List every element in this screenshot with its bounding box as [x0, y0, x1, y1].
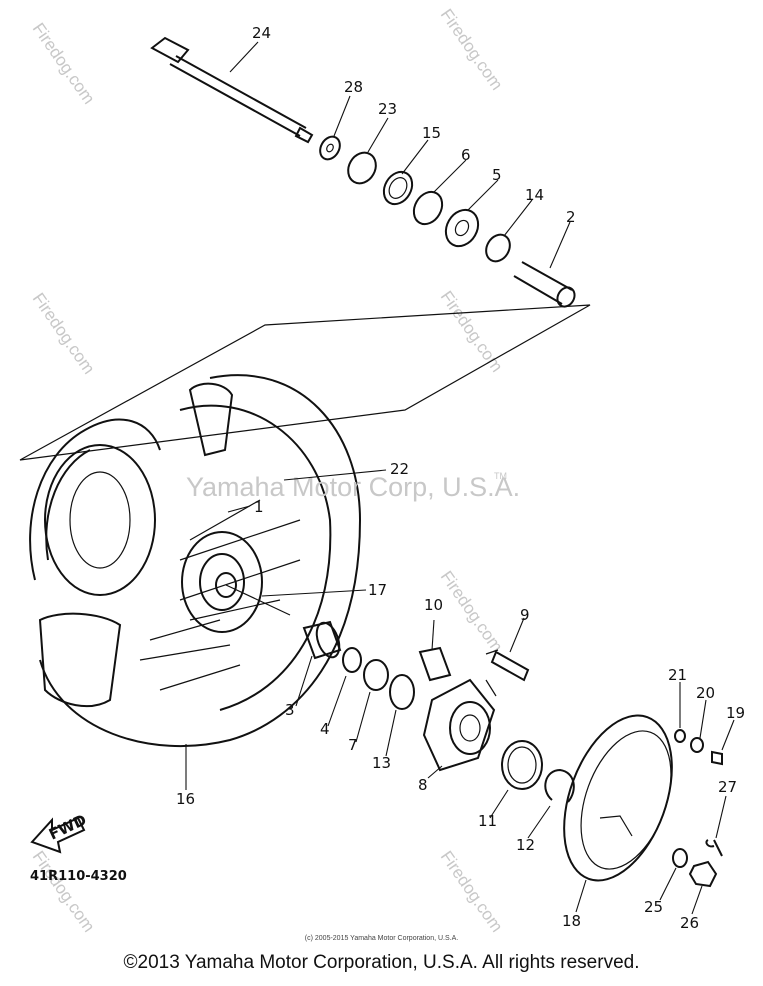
callout-13: 13 [372, 754, 391, 772]
hub-parts-middle [302, 620, 415, 710]
callout-10: 10 [424, 596, 443, 614]
leader-lines [185, 41, 735, 915]
callout-28: 28 [344, 78, 363, 96]
callout-18: 18 [562, 912, 581, 930]
part-code: 41R110-4320 [30, 869, 127, 884]
watermark-main: Yamaha Motor Corp, U.S.A. [186, 472, 520, 502]
callout-25: 25 [644, 898, 663, 916]
drive-hub-8 [418, 646, 530, 772]
callout-11: 11 [478, 812, 497, 830]
exploded-view-frame [19, 304, 591, 461]
watermark-site-4: Firedog.com [437, 287, 507, 375]
watermark-site-2: Firedog.com [437, 5, 507, 93]
small-credit: (c) 2005-2015 Yamaha Motor Corporation, … [304, 935, 459, 942]
callout-labels: 1 2 3 4 5 6 7 8 9 10 11 12 13 14 15 16 1… [176, 24, 745, 932]
callout-26: 26 [680, 914, 699, 932]
callout-5: 5 [492, 166, 502, 184]
hub-parts-lower [501, 740, 575, 803]
callout-27: 27 [718, 778, 737, 796]
callout-12: 12 [516, 836, 535, 854]
watermark-site-3: Firedog.com [29, 289, 99, 377]
callout-20: 20 [696, 684, 715, 702]
callout-9: 9 [520, 606, 530, 624]
callout-7: 7 [348, 736, 358, 754]
small-hardware [672, 729, 723, 888]
fwd-arrow: FWD [30, 811, 89, 854]
hub-parts-top [319, 135, 576, 308]
watermark-site-5: Firedog.com [437, 567, 507, 655]
callout-1: 1 [254, 498, 264, 516]
callout-6: 6 [461, 146, 471, 164]
brake-plate-18 [563, 714, 673, 882]
watermark-tm: TM [494, 471, 507, 481]
copyright-notice: ©2013 Yamaha Motor Corporation, U.S.A. A… [123, 952, 640, 973]
watermark-site-7: Firedog.com [437, 847, 507, 935]
watermark-site-6: Firedog.com [29, 847, 99, 935]
callout-17: 17 [368, 581, 387, 599]
callout-8: 8 [418, 776, 428, 794]
callout-15: 15 [422, 124, 441, 142]
callout-14: 14 [525, 186, 544, 204]
callout-21: 21 [668, 666, 687, 684]
watermarks: Firedog.com Firedog.com Firedog.com Fire… [29, 5, 507, 935]
callout-2: 2 [566, 208, 576, 226]
axle-24 [150, 36, 314, 144]
watermark-site-1: Firedog.com [29, 19, 99, 107]
callout-24: 24 [252, 24, 271, 42]
fwd-label: FWD [46, 811, 89, 844]
callout-23: 23 [378, 100, 397, 118]
callout-4: 4 [320, 720, 330, 738]
callout-19: 19 [726, 704, 745, 722]
callout-16: 16 [176, 790, 195, 808]
callout-3: 3 [285, 701, 295, 719]
callout-22: 22 [390, 460, 409, 478]
wheel-assembly-16 [29, 374, 362, 748]
